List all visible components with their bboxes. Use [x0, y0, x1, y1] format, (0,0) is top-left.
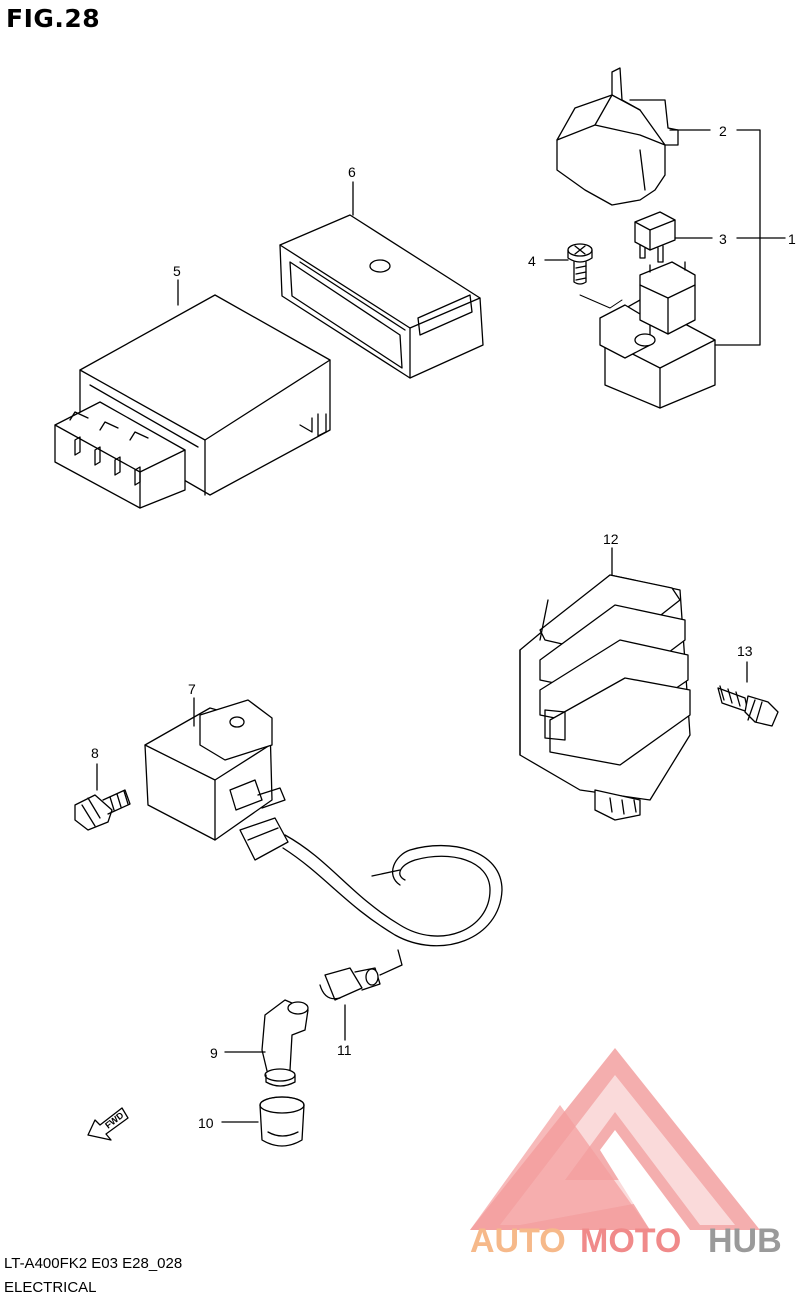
- callout-5: 5: [173, 263, 181, 279]
- callout-9: 9: [210, 1045, 218, 1061]
- part-2-relay-cover: [556, 67, 679, 206]
- callout-11: 11: [337, 1042, 352, 1058]
- section-caption: ELECTRICAL: [4, 1279, 97, 1296]
- callout-2: 2: [719, 123, 727, 139]
- part-8-bolt: [74, 789, 131, 831]
- part-5-cdi-unit: [54, 294, 331, 509]
- leader-7b: [371, 869, 401, 877]
- part-11-connector: [319, 949, 403, 1001]
- callout-1: 1: [788, 231, 796, 247]
- watermark-text-auto: AUTO: [470, 1222, 566, 1260]
- figure-title: FIG.28: [6, 4, 101, 33]
- callout-3: 3: [719, 231, 727, 247]
- part-9-plug-cap: [261, 999, 309, 1087]
- part-7-ignition-coil: [144, 699, 503, 947]
- callout-8: 8: [91, 745, 99, 761]
- watermark-logo: [470, 1048, 760, 1230]
- watermark-text-hub: HUB: [708, 1222, 782, 1260]
- callout-13: 13: [737, 643, 753, 659]
- callout-7: 7: [188, 681, 196, 697]
- part-3-fuse: [634, 211, 676, 263]
- part-10-cap-cover: [259, 1096, 305, 1147]
- part-13-bolt: [717, 685, 779, 727]
- callout-10: 10: [198, 1115, 214, 1131]
- callout-6: 6: [348, 164, 356, 180]
- part-4-bolt: [567, 243, 593, 285]
- model-caption: LT-A400FK2 E03 E28_028: [4, 1255, 183, 1272]
- callout-12: 12: [603, 531, 619, 547]
- callout-4: 4: [528, 253, 536, 269]
- part-12-regulator: [519, 574, 691, 821]
- part-6-cdi-cover: [279, 214, 484, 379]
- fwd-arrow-icon: [87, 1107, 129, 1141]
- watermark-text-moto: MOTO: [580, 1222, 681, 1260]
- part-1-starter-relay: [579, 261, 716, 409]
